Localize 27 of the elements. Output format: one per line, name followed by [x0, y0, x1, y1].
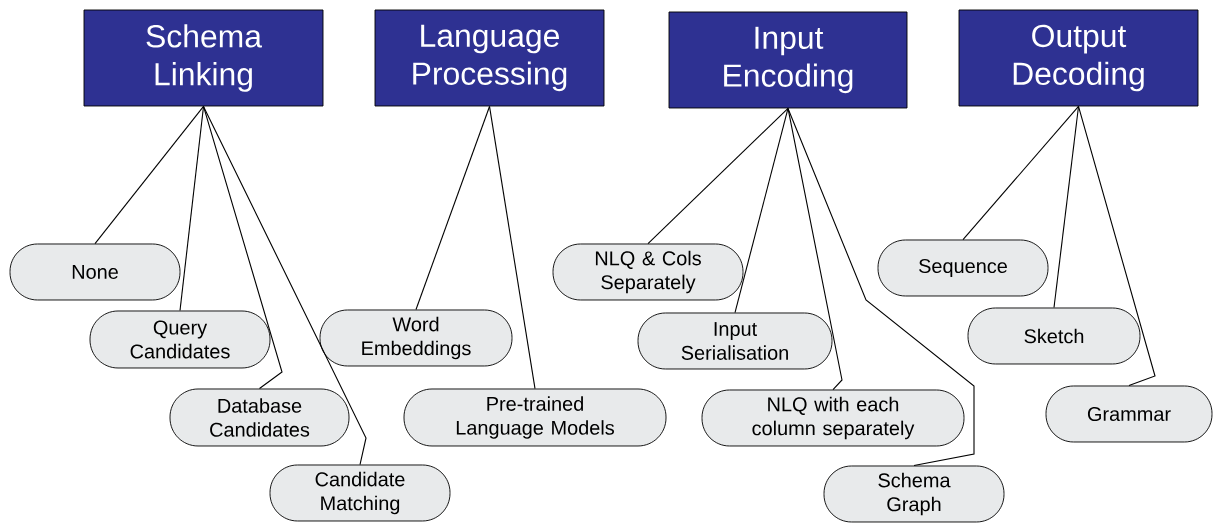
connector-line	[415, 105, 491, 311]
connector-line	[787, 107, 975, 467]
option-box: Word Embeddings	[319, 309, 513, 367]
connector-line	[202, 105, 367, 466]
option-box: Sketch	[967, 307, 1141, 365]
option-box: Schema Graph	[823, 465, 1005, 523]
option-box: Grammar	[1045, 385, 1213, 443]
option-box: None	[9, 243, 181, 301]
connector-line	[94, 105, 205, 245]
connector-line	[734, 107, 789, 314]
option-box: Database Candidates	[169, 388, 350, 447]
category-box: Output Decoding	[958, 9, 1199, 107]
connector-line	[647, 107, 789, 245]
connector-line	[488, 105, 536, 390]
option-box: NLQ & Cols Separately	[552, 243, 744, 301]
connector-line	[962, 105, 1080, 241]
category-box: Input Encoding	[668, 11, 908, 109]
option-box: Sequence	[877, 239, 1049, 297]
option-box: Pre-trained Language Models	[403, 388, 667, 447]
category-box: Schema Linking	[83, 9, 324, 107]
option-box: Query Candidates	[89, 310, 271, 369]
connector-line	[1077, 105, 1156, 387]
connector-line	[202, 105, 283, 390]
option-box: Candidate Matching	[269, 464, 451, 522]
option-box: Input Serialisation	[637, 312, 833, 370]
category-box: Language Processing	[374, 9, 605, 107]
option-box: NLQ with each column separately	[701, 389, 965, 447]
